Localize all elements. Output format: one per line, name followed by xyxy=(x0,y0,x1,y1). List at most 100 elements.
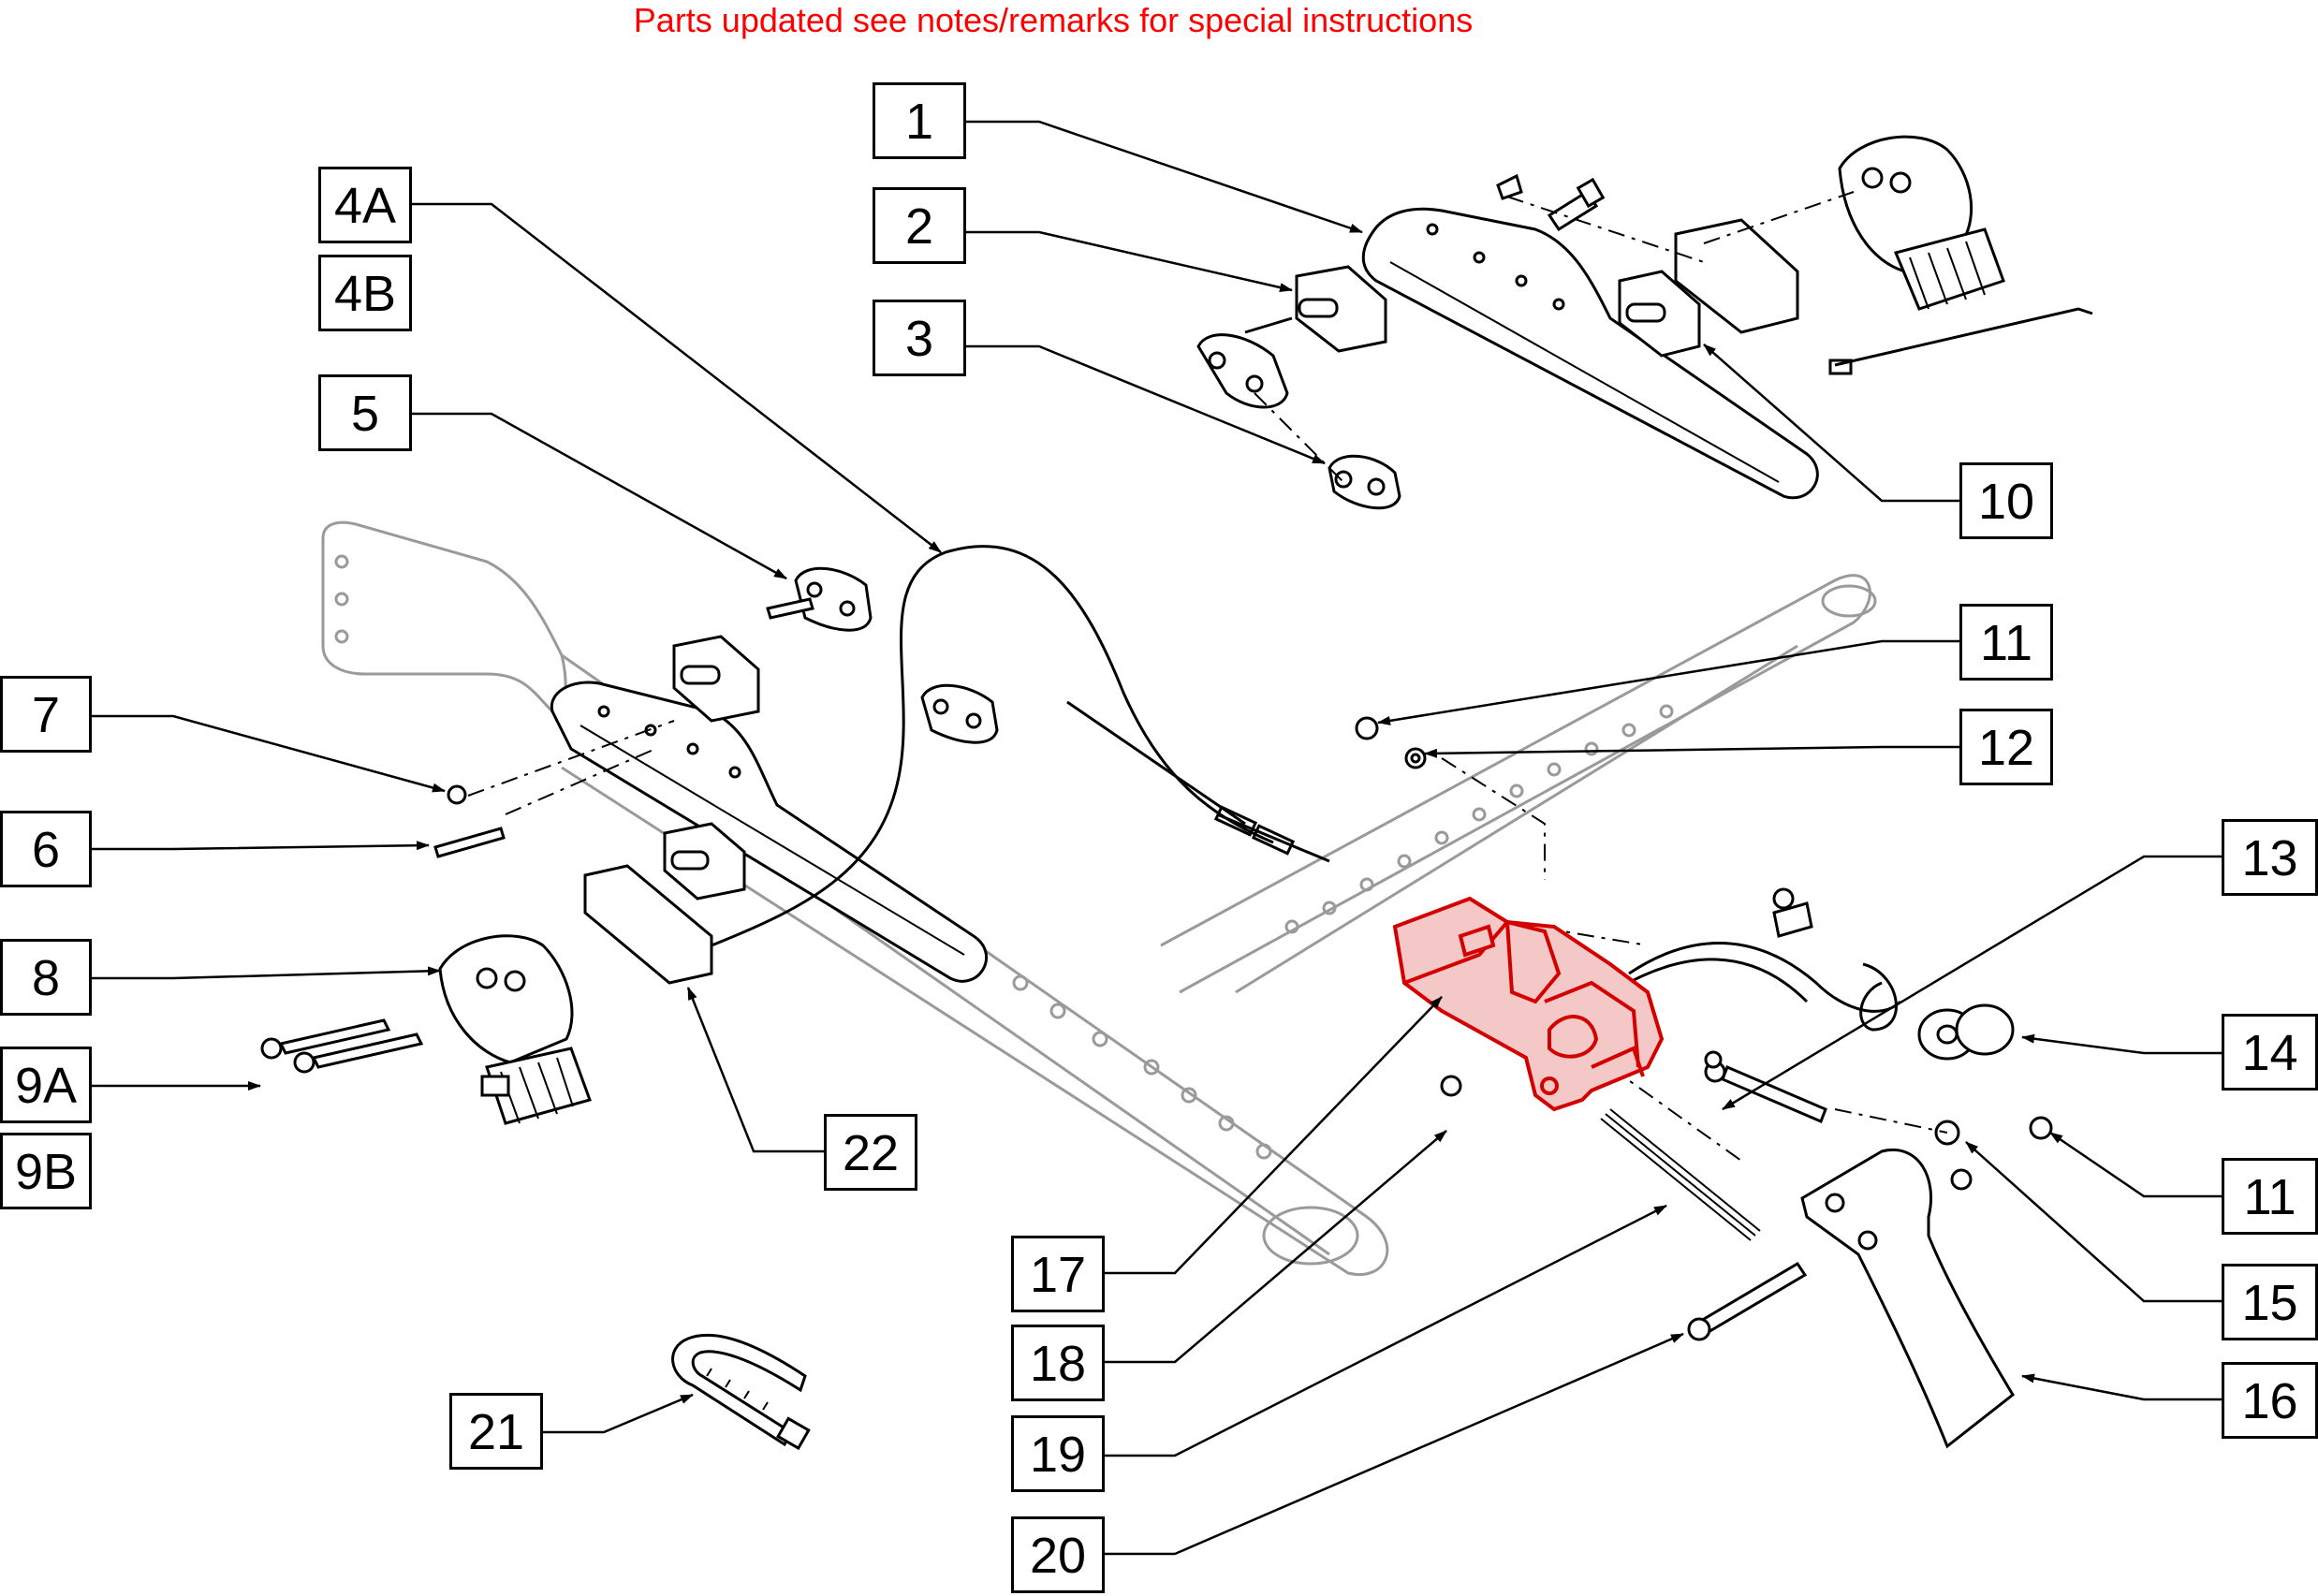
callout-14: 14 xyxy=(2222,1014,2318,1091)
frame-tube-outline xyxy=(321,520,1877,1276)
callout-number: 10 xyxy=(1978,474,2034,530)
bolt-upper xyxy=(1496,173,1606,232)
callout-19: 19 xyxy=(1011,1415,1105,1492)
clamp-plate-3 xyxy=(1328,454,1401,510)
clamp-plate-upper xyxy=(1196,316,1293,409)
callout-box xyxy=(824,1114,917,1191)
callout-box xyxy=(449,1393,543,1470)
bushing-14 xyxy=(1917,1003,2015,1061)
callout-box xyxy=(1011,1516,1105,1593)
parts-updated-notice: Parts updated see notes/remarks for spec… xyxy=(633,1,1474,39)
callout-9B: 9B xyxy=(0,1133,92,1209)
callout-number: 1 xyxy=(905,94,933,150)
spring-19 xyxy=(1600,1108,1761,1241)
bolt-20 xyxy=(1687,1261,1808,1341)
callout-box xyxy=(318,374,412,451)
callout-6: 6 xyxy=(0,811,92,887)
callout-18: 18 xyxy=(1011,1325,1105,1401)
callout-box xyxy=(318,255,412,331)
callout-box xyxy=(2222,1158,2318,1235)
callout-number: 22 xyxy=(843,1125,899,1181)
callout-17: 17 xyxy=(1011,1236,1105,1312)
hardware-right xyxy=(1355,716,2053,1191)
callout-box xyxy=(1959,604,2053,681)
callout-number: 19 xyxy=(1030,1427,1086,1483)
callout-box xyxy=(1959,462,2053,539)
callout-box xyxy=(2222,819,2318,896)
clamp-plate-22 xyxy=(920,683,999,744)
callout-4B: 4B xyxy=(318,255,412,331)
fasteners-left xyxy=(260,597,814,1074)
lock-housing-17-highlighted xyxy=(1392,896,1665,1112)
callout-16: 16 xyxy=(2222,1362,2318,1439)
callout-number: 21 xyxy=(468,1404,524,1460)
callout-number: 3 xyxy=(905,311,933,367)
spacer-block-22 xyxy=(583,822,746,985)
callout-number: 16 xyxy=(2241,1373,2297,1429)
callout-21: 21 xyxy=(449,1393,543,1470)
callout-number: 13 xyxy=(2241,830,2297,886)
callout-number: 9A xyxy=(15,1058,77,1114)
callout-3: 3 xyxy=(873,300,966,376)
callout-number: 7 xyxy=(32,687,60,743)
callout-11a: 11 xyxy=(1959,604,2053,681)
callout-number: 14 xyxy=(2241,1025,2297,1081)
callout-number: 15 xyxy=(2241,1275,2297,1331)
callout-8: 8 xyxy=(0,939,92,1016)
callout-11b: 11 xyxy=(2222,1158,2318,1235)
callout-number: 4A xyxy=(334,178,396,234)
callout-box xyxy=(0,1133,92,1209)
side-plate-upper xyxy=(1361,207,1819,500)
callout-4A: 4A xyxy=(318,167,412,243)
clamp-plate-5 xyxy=(794,566,873,632)
callout-15: 15 xyxy=(2222,1264,2318,1340)
callout-number: 2 xyxy=(905,198,933,255)
spacer-block-2 xyxy=(1295,265,1387,353)
spacer-block-10 xyxy=(1618,218,1799,358)
handle-16 xyxy=(1800,1149,2015,1449)
callout-box xyxy=(0,1047,92,1123)
callout-box xyxy=(1011,1325,1105,1401)
callout-box xyxy=(0,676,92,753)
callout-box xyxy=(2222,1362,2318,1439)
callout-7: 7 xyxy=(0,676,92,753)
callout-22: 22 xyxy=(824,1114,917,1191)
callout-box xyxy=(2222,1264,2318,1340)
callout-10: 10 xyxy=(1959,462,2053,539)
callout-number: 20 xyxy=(1030,1528,1086,1584)
callout-number: 5 xyxy=(351,386,379,442)
callout-box xyxy=(1011,1415,1105,1492)
callout-9A: 9A xyxy=(0,1047,92,1123)
cable-tie-21 xyxy=(671,1333,811,1451)
callout-number: 11 xyxy=(2243,1169,2296,1225)
callout-box xyxy=(873,300,966,376)
callout-box xyxy=(318,167,412,243)
callout-12: 12 xyxy=(1959,709,2053,785)
callout-2: 2 xyxy=(873,187,966,264)
callout-number: 18 xyxy=(1030,1336,1086,1392)
callout-5: 5 xyxy=(318,374,412,451)
lock-hub-left xyxy=(438,934,592,1125)
callout-13: 13 xyxy=(2222,819,2318,896)
callout-box xyxy=(873,187,966,264)
spacer-block-5 xyxy=(672,635,760,723)
callout-box xyxy=(0,811,92,887)
callout-number: 11 xyxy=(1980,615,2032,671)
callout-number: 4B xyxy=(334,266,396,322)
dash-lines xyxy=(467,191,1948,1162)
cable-upper xyxy=(1828,307,2093,375)
callout-box xyxy=(2222,1014,2318,1091)
callout-box xyxy=(1959,709,2053,785)
callout-number: 9B xyxy=(15,1144,77,1200)
lock-hub-upper xyxy=(1838,135,2005,311)
callout-number: 8 xyxy=(32,950,60,1006)
callout-20: 20 xyxy=(1011,1516,1105,1593)
leader-lines xyxy=(92,120,2222,1556)
callout-number: 6 xyxy=(32,822,60,878)
frame-holes xyxy=(334,554,1674,1160)
callout-number: 12 xyxy=(1978,720,2034,776)
callout-number: 17 xyxy=(1030,1247,1086,1303)
wire-harness-right xyxy=(1619,942,1902,1032)
